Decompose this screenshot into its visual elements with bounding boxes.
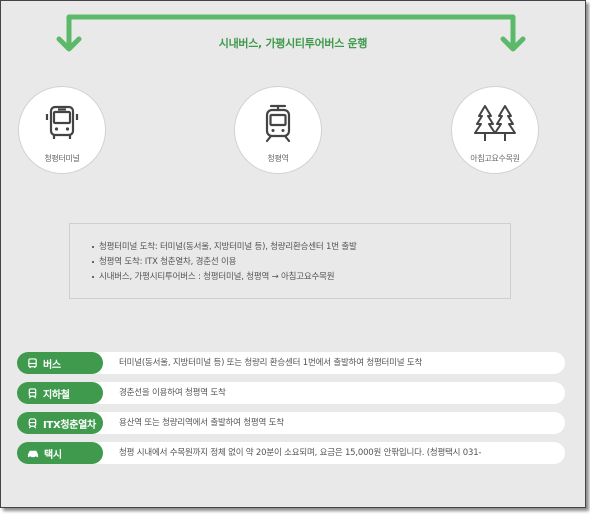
route-label: 시내버스, 가평시티투어버스 운행 [1, 35, 585, 51]
taxi-icon [27, 450, 39, 459]
transport-desc: 터미널(동서울, 지방터미널 등) 또는 청량리 환승센터 1번에서 출발하여 … [119, 358, 423, 368]
route-arrow [56, 14, 526, 52]
bus-icon [45, 105, 79, 139]
transport-desc: 경춘선을 이용하여 청평역 도착 [119, 388, 226, 398]
transport-tag: 택시 [17, 442, 103, 464]
bus-icon [28, 357, 37, 368]
transport-tag: 지하철 [17, 382, 103, 404]
stop-cheongpyeong-terminal: 청평터미널 [18, 86, 106, 174]
stop-label: 청평역 [267, 154, 289, 163]
subway-icon [28, 387, 37, 398]
transport-row-itx: ITX청춘열차 용산역 또는 청량리역에서 출발하여 청평역 도착 [17, 412, 565, 434]
transport-tag: 버스 [17, 352, 103, 374]
stop-cheongpyeong-station: 청평역 [234, 86, 322, 174]
transport-row-taxi: 택시 청평 시내에서 수목원까지 정체 없이 약 20분이 소요되며, 요금은 … [17, 442, 565, 464]
transport-row-subway: 지하철 경춘선을 이용하여 청평역 도착 [17, 382, 565, 404]
tree-icon [474, 105, 516, 141]
transport-row-bus: 버스 터미널(동서울, 지방터미널 등) 또는 청량리 환승센터 1번에서 출발… [17, 352, 565, 374]
train-icon [265, 104, 291, 143]
info-item: 시내버스, 가평시티투어버스 : 청평터미널, 청평역 → 아침고요수목원 [92, 270, 510, 285]
transport-desc: 청평 시내에서 수목원까지 정체 없이 약 20분이 소요되며, 요금은 15,… [119, 448, 482, 458]
stop-label: 청평터미널 [44, 154, 80, 163]
info-box: 청평터미널 도착: 터미널(동서울, 지방터미널 등), 청량리환승센터 1번 … [69, 223, 511, 299]
info-item: 청평터미널 도착: 터미널(동서울, 지방터미널 등), 청량리환승센터 1번 … [92, 240, 510, 255]
info-item: 청평역 도착: ITX 청춘열차, 경춘선 이용 [92, 255, 510, 270]
transport-tag: ITX청춘열차 [17, 412, 103, 434]
stop-label: 아침고요수목원 [470, 154, 520, 163]
stop-arboretum: 아침고요수목원 [451, 86, 539, 174]
train-icon [28, 417, 37, 428]
transport-desc: 용산역 또는 청량리역에서 출발하여 청평역 도착 [119, 418, 284, 428]
